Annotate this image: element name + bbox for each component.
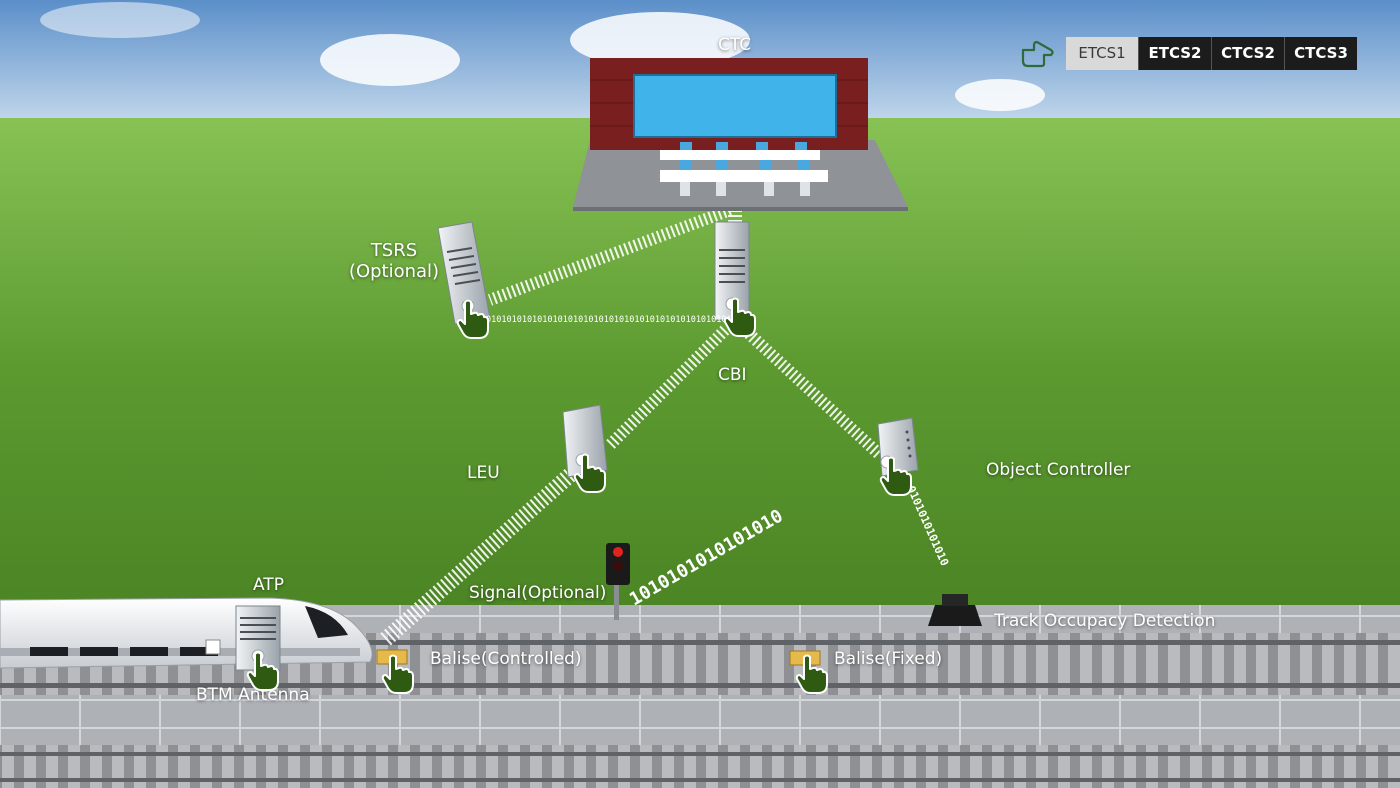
- tab-ctcs2[interactable]: CTCS2: [1211, 37, 1284, 70]
- leu-click-hand-icon[interactable]: [572, 452, 606, 494]
- balise-controlled-click-hand-icon[interactable]: [380, 653, 414, 695]
- label-cbi: CBI: [718, 365, 747, 385]
- tsrs-click-hand-icon[interactable]: [455, 298, 489, 340]
- pointing-hand-icon: [1021, 40, 1054, 68]
- label-balise-controlled: Balise(Controlled): [430, 649, 582, 669]
- ctc-control-center: [573, 58, 908, 211]
- ctc-display-wall: [633, 74, 837, 138]
- tab-etcs1[interactable]: ETCS1: [1066, 37, 1138, 70]
- tab-ctcs3[interactable]: CTCS3: [1284, 37, 1357, 70]
- rail-3: [0, 752, 1400, 756]
- label-balise-fixed: Balise(Fixed): [834, 649, 943, 669]
- rail-1: [0, 640, 1400, 645]
- label-tsrs-line2: (Optional): [348, 261, 440, 282]
- label-tsrs-line1: TSRS: [370, 240, 418, 261]
- cbi-click-hand-icon[interactable]: [722, 296, 756, 338]
- data-stream-tsrs-cbi: 0101010101010101010101010101010101010101…: [486, 315, 752, 325]
- trackside-signal: [606, 543, 630, 620]
- label-leu: LEU: [467, 463, 500, 483]
- track-occupancy-device: [928, 594, 982, 626]
- label-object-controller: Object Controller: [986, 460, 1131, 480]
- rail-4: [0, 778, 1400, 782]
- tab-etcs2[interactable]: ETCS2: [1138, 37, 1211, 70]
- label-track-occupancy: Track Occupacy Detection: [994, 611, 1216, 631]
- label-atp: ATP: [253, 575, 284, 595]
- object-controller-click-hand-icon[interactable]: [878, 455, 912, 497]
- clouds: [40, 2, 1045, 111]
- label-tsrs: TSRS (Optional): [340, 240, 448, 282]
- balise-fixed-click-hand-icon[interactable]: [794, 653, 828, 695]
- lower-platform: [0, 695, 1400, 745]
- rail-2: [0, 683, 1400, 688]
- label-signal: Signal(Optional): [469, 583, 607, 603]
- system-tabs: ETCS1 ETCS2 CTCS2 CTCS3: [1066, 37, 1357, 70]
- ctc-consoles: [660, 142, 828, 196]
- train: [0, 597, 373, 671]
- platform: [300, 605, 1400, 633]
- atp-click-hand-icon[interactable]: [245, 650, 279, 692]
- label-btm-antenna: BTM Antenna: [196, 685, 310, 705]
- label-ctc: CTC: [718, 35, 752, 55]
